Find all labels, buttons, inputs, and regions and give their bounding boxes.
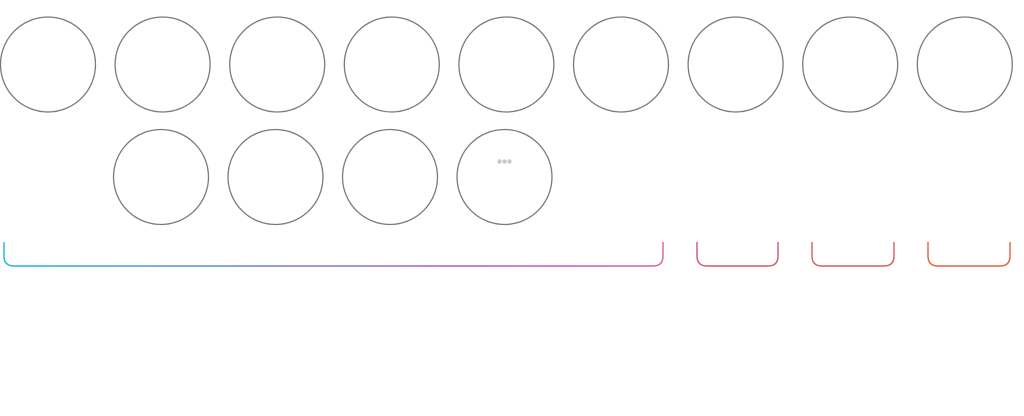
circle-top-9 [916,16,1013,113]
circle-top-2 [114,16,211,113]
group-bracket-2 [811,242,895,267]
circle-top-3 [229,16,326,113]
ellipsis-icon [497,159,512,164]
group-bracket-3 [927,242,1011,267]
circle-bottom-4 [456,128,553,226]
circle-row-bottom [112,128,553,226]
bracket-group [3,242,1011,267]
group-bracket-1 [696,242,779,267]
circle-row-top [0,16,1013,113]
group-bracket-large [3,242,664,267]
circle-top-6 [572,16,670,113]
circle-bottom-1 [112,128,210,226]
circle-top-8 [802,16,899,113]
circle-top-1 [0,16,97,113]
circle-bottom-2 [227,128,324,226]
circle-top-7 [687,16,784,113]
circle-top-5 [458,16,555,113]
circle-bottom-3 [341,128,439,226]
circle-top-4 [343,16,440,113]
